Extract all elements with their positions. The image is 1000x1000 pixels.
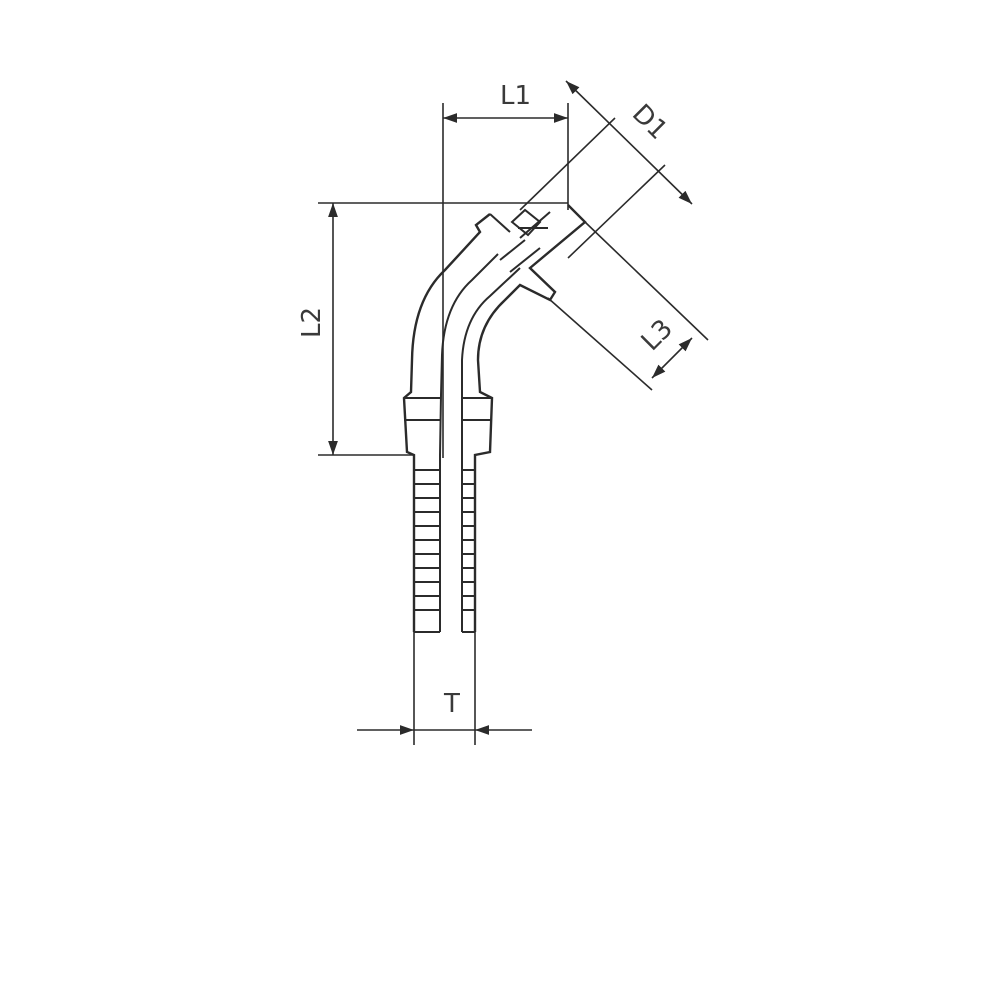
fitting-body xyxy=(402,204,587,633)
l3-dimension-line xyxy=(651,337,693,379)
dimension-l3: L3 xyxy=(547,221,709,391)
dimension-l2: L2 xyxy=(297,202,568,456)
l3-label: L3 xyxy=(636,314,679,357)
l3-extension-top xyxy=(584,221,709,341)
inner-right-contour xyxy=(461,267,521,632)
t-label: T xyxy=(443,689,460,719)
outer-left-contour xyxy=(402,213,491,632)
l3-extension-bottom xyxy=(547,297,653,391)
d1-extension-right xyxy=(567,164,666,259)
d1-dimension-line xyxy=(565,80,693,205)
dimension-d1: D1 xyxy=(519,80,693,259)
d1-label: D1 xyxy=(626,99,673,146)
seal-detail xyxy=(489,208,551,273)
outer-right-contour xyxy=(473,204,587,632)
collar xyxy=(404,397,492,421)
crimp-ridges xyxy=(414,469,475,611)
inner-left-contour xyxy=(439,253,499,632)
l2-label: L2 xyxy=(297,307,327,338)
dimension-t: T xyxy=(357,632,532,745)
l1-label: L1 xyxy=(500,81,531,111)
